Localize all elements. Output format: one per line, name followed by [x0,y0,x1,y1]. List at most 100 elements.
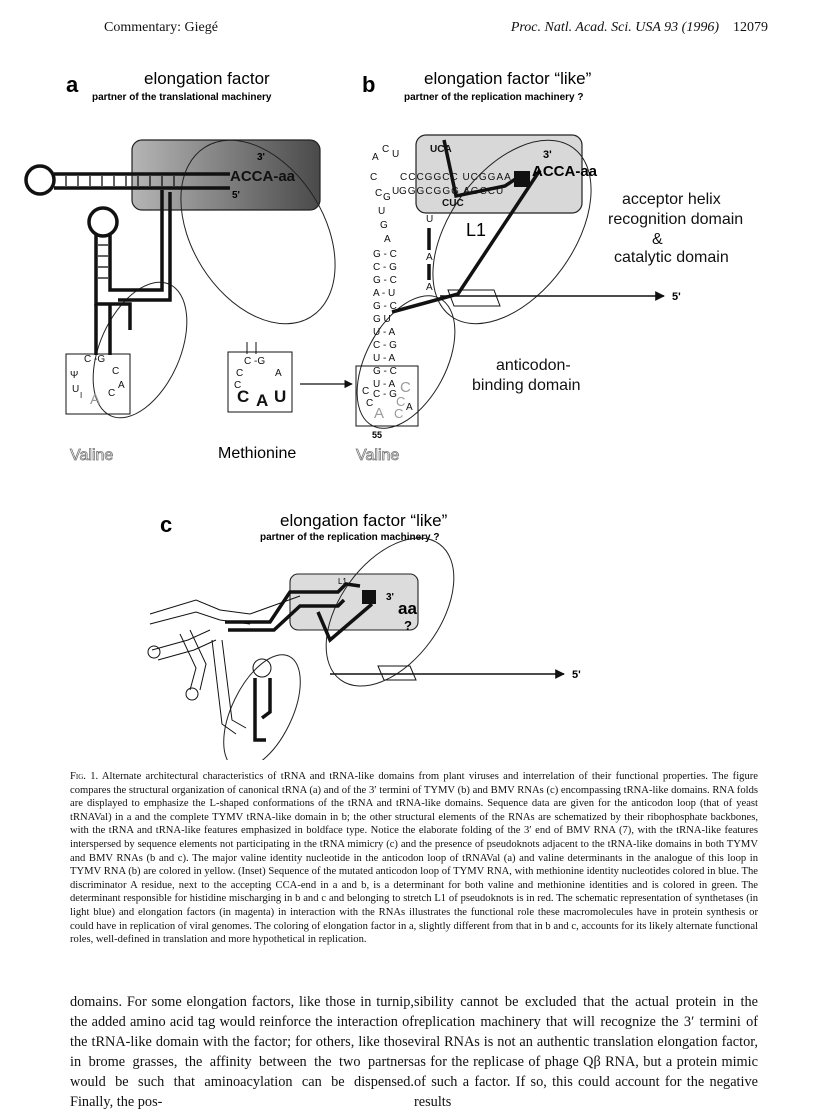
svg-text:A: A [374,405,384,422]
svg-text:U: U [426,214,433,225]
seq-loop: CUC [442,198,464,209]
svg-text:U: U [378,206,385,217]
domain1-line4: catalytic domain [614,249,729,266]
panel-b: b elongation factor “like” partner of th… [355,69,743,464]
svg-text:U: U [392,186,399,197]
domain2-line1: anticodon- [496,357,571,374]
svg-text:C -G: C -G [84,354,105,365]
anticodon-ellipse-b [356,295,456,429]
figure-caption: Fig. 1. Alternate architectural characte… [70,770,758,947]
inset-methionine: C -G C A C C A U Methionine [218,342,353,462]
svg-text:U - A: U - A [373,353,396,364]
bmv-backbone-bold [225,582,374,742]
running-head-right: Proc. Natl. Acad. Sci. USA 93 (1996) 120… [511,20,768,36]
panel-b-subtitle: partner of the replication machinery ? [404,92,583,103]
amino-acid-inset: Methionine [218,445,296,462]
svg-text:C: C [108,388,115,399]
svg-text:C: C [112,366,119,377]
svg-text:C -G: C -G [244,356,265,367]
svg-text:C: C [375,188,382,199]
svg-text:C: C [400,379,411,396]
caption-label: Fig. 1. [70,771,99,782]
journal-citation: Proc. Natl. Acad. Sci. USA 93 (1996) [510,20,719,35]
elongation-factor-ellipse-c [325,537,455,687]
svg-text:C: C [362,386,369,397]
svg-text:A: A [118,380,125,391]
svg-text:C: C [370,172,377,183]
figure-1: a elongation factor partner of the trans… [24,69,743,760]
amino-acid-b: Valine [356,447,399,464]
svg-text:I: I [80,391,82,400]
end-5-a: 5' [232,190,240,201]
tymv-backbone [391,139,542,314]
running-head-left: Commentary: Giegé [104,20,218,35]
svg-text:G - C: G - C [373,275,397,286]
svg-text:A: A [406,402,413,413]
caption-text: Alternate architectural characteristics … [70,771,758,946]
panel-a-subtitle: partner of the translational machinery [92,92,272,103]
end-3-c: 3' [386,592,394,603]
svg-text:C: C [396,394,405,409]
svg-text:A: A [372,152,379,163]
page-number: 12079 [733,20,768,35]
anticodon-ellipse-c [223,654,301,760]
svg-text:C - G: C - G [373,389,397,400]
svg-text:G - C: G - C [373,301,397,312]
svg-text:G - C: G - C [373,366,397,377]
panel-a-letter: a [66,72,79,97]
bmv-backbone-outline [147,595,301,735]
end-3-a: 3' [257,152,265,163]
elongation-factor-ellipse-a [180,139,336,325]
svg-text:G: G [383,192,391,203]
amino-acid-a: Valine [70,447,113,464]
panel-a: a elongation factor partner of the trans… [24,69,336,464]
svg-text:C - G: C - G [373,262,397,273]
svg-text:A: A [426,282,433,293]
panel-c-title: elongation factor “like” [280,511,448,530]
loop-label-c: L1 [338,577,347,586]
svg-text:C: C [394,406,403,421]
domain1-line1: acceptor helix [622,191,721,208]
histidine-determinant [514,171,530,187]
svg-text:A - U: A - U [373,288,395,299]
end-5-b: 5' [672,291,681,303]
domain1-line2: recognition domain [608,211,743,228]
svg-text:C: C [237,387,249,406]
histidine-determinant-c [362,590,376,604]
panel-c-letter: c [160,512,172,537]
svg-text:C: C [366,398,373,409]
inset-letters: C -G C A C C A U [234,356,286,410]
svg-text:G: G [380,220,388,231]
svg-text:G U: G U [373,314,391,325]
anticodon-box-a [65,353,131,415]
svg-text:C: C [382,144,389,155]
svg-text:Ψ: Ψ [70,370,78,381]
loop-label-b: L1 [466,220,486,240]
synthetase-box-b [415,134,583,214]
domain1-line3: & [652,231,663,248]
question-c: ? [404,618,412,633]
svg-text:G - C: G - C [373,249,397,260]
number-55: 55 [372,430,382,440]
panel-b-letter: b [362,72,375,97]
svg-text:U: U [274,387,286,406]
svg-text:A: A [256,391,268,410]
acceptor-seq-a: ACCA-aa [230,168,296,185]
inset-box [227,351,293,413]
panel-b-title: elongation factor “like” [424,69,592,88]
svg-text:C - G: C - G [373,340,397,351]
domain2-line2: binding domain [472,377,581,394]
panel-c: c elongation factor “like” partner of th… [147,511,581,760]
svg-text:A: A [90,391,100,408]
svg-text:C: C [234,380,241,391]
end-5-c: 5' [572,669,581,681]
trna-backbone-a [24,164,230,355]
svg-text:U - A: U - A [373,327,396,338]
svg-text:A: A [275,368,282,379]
anticodon-letters-a: C -G C Ψ A U I A C [70,354,125,408]
aa-c: aa [398,599,417,618]
svg-text:U: U [392,149,399,160]
panel-a-title: elongation factor [144,69,270,88]
seq-uca: UCA [430,144,452,155]
